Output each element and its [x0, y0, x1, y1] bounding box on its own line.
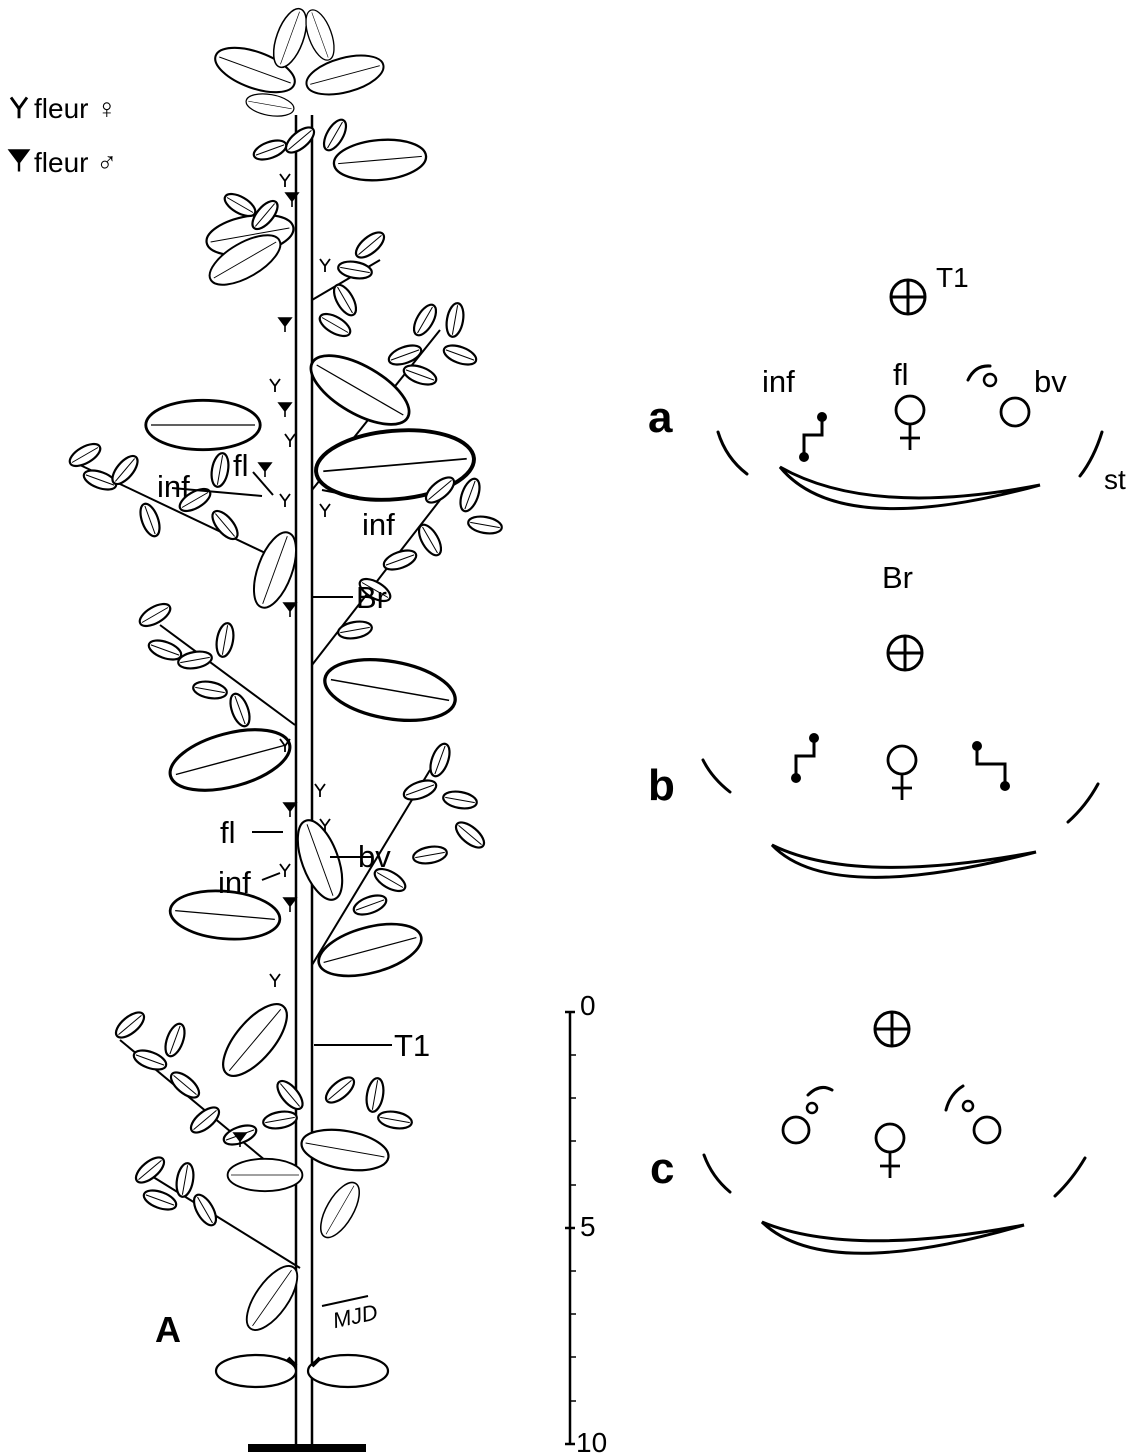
diagram-c-label: c [650, 1144, 674, 1193]
diagram-a-label: a [648, 393, 673, 442]
right-upper-branch [300, 301, 478, 506]
plant-illustration: inf fl inf Br fl bv inf T1 A MJD [66, 5, 503, 1448]
diagram-a-axis-label: T1 [936, 262, 969, 293]
axis-symbol-b [888, 636, 922, 670]
legend: fleur ♀ fleur ♂ [10, 93, 117, 178]
stipule-left-c [704, 1155, 730, 1192]
inflorescence-symbol-a [799, 412, 827, 462]
apex-leaves [210, 5, 388, 120]
label-inf-lower: inf [218, 865, 251, 900]
floral-diagram-c: c [650, 1012, 1085, 1253]
diagram-b-label: b [648, 761, 675, 810]
diagram-a-bv-label: bv [1034, 364, 1067, 399]
diagram-a-st-label: st [1104, 464, 1126, 495]
label-fl-upper: fl [233, 448, 249, 483]
cotyledons [216, 1355, 388, 1387]
label-t1: T1 [394, 1028, 430, 1063]
left-mid-branch [136, 600, 295, 729]
bract-arc-a [780, 467, 1040, 509]
label-inf-upper-right: inf [362, 507, 395, 542]
scale-bar: 0 5 10 [565, 990, 607, 1455]
scale-tick-10: 10 [576, 1427, 607, 1455]
signature-text: MJD [330, 1299, 380, 1333]
scale-tick-5: 5 [580, 1211, 596, 1242]
bud-symbol-c-left [783, 1087, 832, 1143]
floral-diagram-b: b [648, 636, 1098, 877]
male-flower-legend-icon [10, 151, 28, 172]
stipule-right-a [1080, 432, 1102, 476]
axis-symbol-c [875, 1012, 909, 1046]
diagram-a-inf-label: inf [762, 364, 795, 399]
label-inf-upper-left: inf [157, 469, 190, 504]
panel-label-a-upper: A [155, 1309, 181, 1350]
bud-symbol-a [968, 366, 1029, 426]
inflorescence-symbol-b-right [972, 741, 1010, 791]
diagram-a-fl-label: fl [893, 357, 909, 392]
female-symbol-c [876, 1124, 904, 1178]
label-fl-lower: fl [220, 815, 236, 850]
floral-diagram-a: a T1 inf fl bv st Br [648, 262, 1126, 595]
bud-symbol-c-right [946, 1086, 1000, 1143]
female-symbol-b [888, 746, 916, 800]
legend-female-flower: fleur ♀ [34, 93, 117, 124]
bract-arc-b [772, 845, 1036, 877]
stipule-left-b [703, 760, 730, 792]
right-bottom-cluster [262, 1073, 413, 1131]
scale-tick-0: 0 [580, 990, 596, 1021]
bract-arc-c [762, 1222, 1024, 1253]
stipule-left-a [718, 432, 747, 474]
axis-symbol-a [891, 280, 925, 314]
legend-male-flower: fleur ♂ [34, 147, 117, 178]
diagram-a-br-label: Br [882, 560, 913, 595]
right-mid-branch [312, 473, 503, 665]
female-symbol-a [896, 396, 924, 450]
female-flower-legend-icon [11, 97, 27, 118]
stipule-right-c [1055, 1158, 1085, 1196]
artist-signature: MJD [322, 1296, 380, 1333]
label-bract: Br [356, 580, 387, 615]
inflorescence-symbol-b-left [791, 733, 819, 783]
label-bv: bv [358, 839, 391, 874]
upper-branches [202, 116, 428, 340]
stipule-right-b [1068, 784, 1098, 822]
